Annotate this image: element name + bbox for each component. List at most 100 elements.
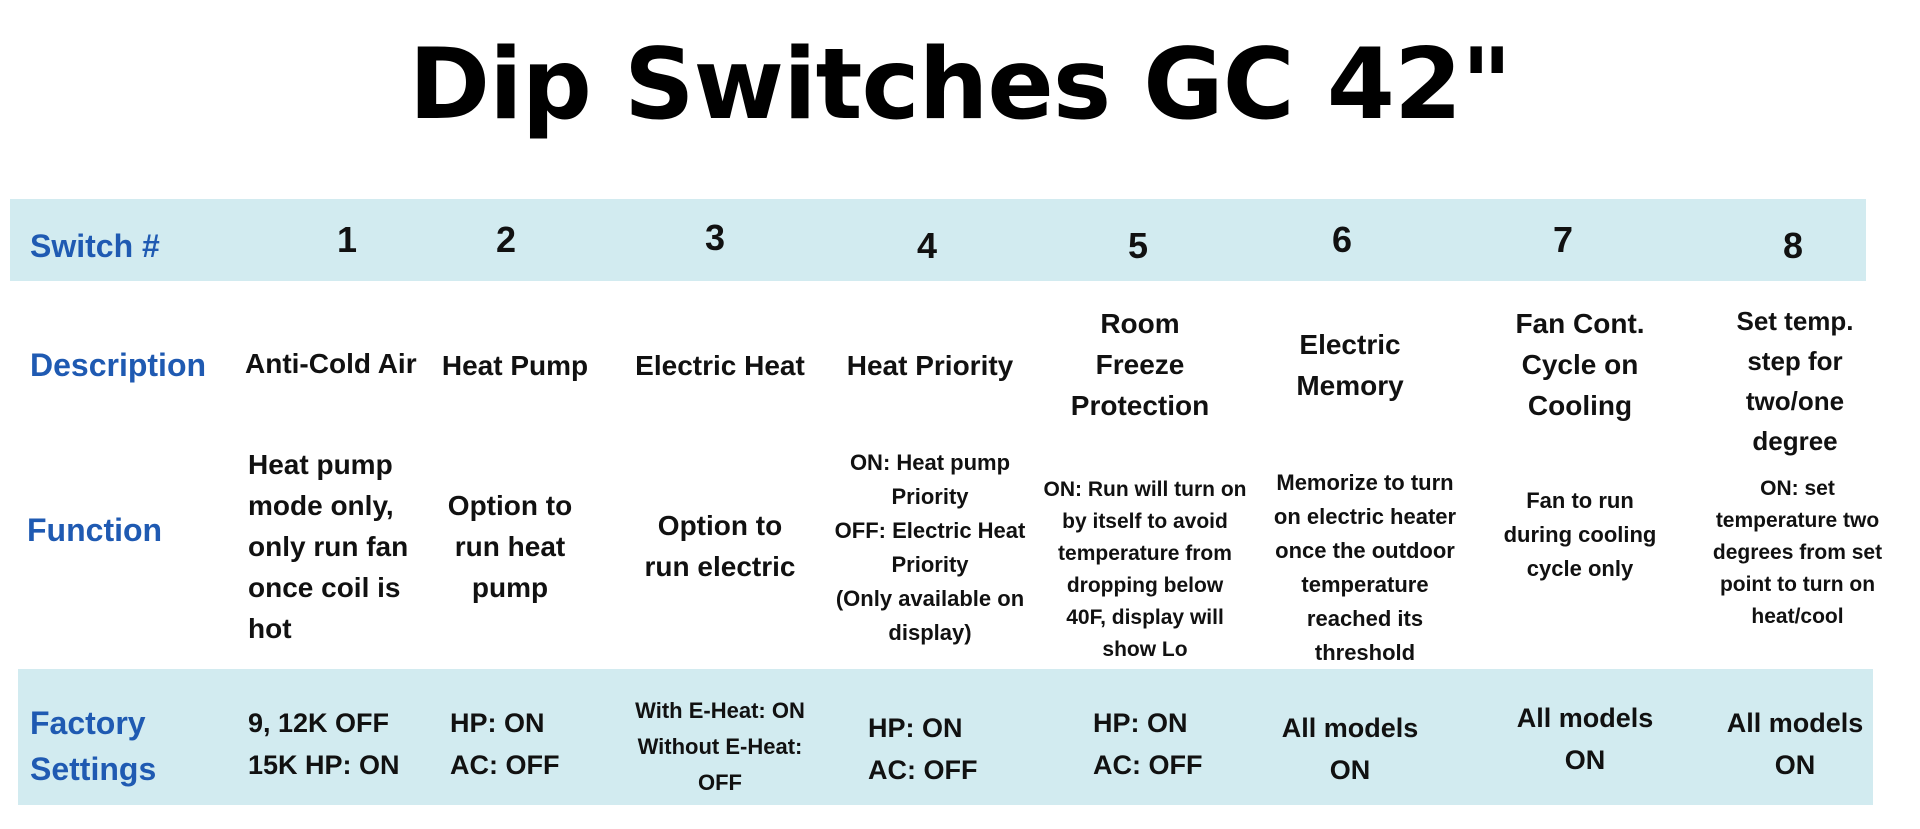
description-line: Room (1100, 308, 1180, 339)
function-2: Option to run heat pump (430, 485, 590, 608)
factory-line: Without E-Heat: (637, 734, 803, 759)
function-7: Fan to run during cooling cycle only (1480, 484, 1680, 586)
function-line: on electric heater (1273, 504, 1457, 529)
function-line: show Lo (1102, 638, 1188, 661)
function-line: Memorize to turn (1276, 470, 1454, 495)
factory-line: All models (1281, 713, 1419, 743)
description-3: Electric Heat (620, 342, 820, 388)
row-label-switch: Switch # (30, 228, 160, 264)
function-line: point to turn on (1719, 573, 1876, 596)
switch-number-7: 7 (1552, 219, 1574, 260)
function-line: 40F, display will (1066, 606, 1224, 629)
switch-number-8: 8 (1782, 225, 1804, 266)
row-label-factory-line: Settings (30, 751, 157, 787)
factory-line: With E-Heat: ON (635, 698, 805, 723)
factory-line: All models (1726, 708, 1864, 738)
function-line: hot (248, 613, 292, 644)
function-line: once coil is (248, 572, 401, 603)
switch-number-1: 1 (336, 219, 358, 260)
function-line: ON: Heat pump (849, 450, 1011, 475)
function-line: Option to (657, 510, 783, 541)
function-line: pump (471, 572, 549, 603)
factory-line: 9, 12K OFF (248, 708, 390, 738)
description-1: Anti-Cold Air (245, 340, 425, 386)
function-4: ON: Heat pump Priority OFF: Electric Hea… (820, 446, 1040, 650)
factory-setting-2: HP: ON AC: OFF (450, 702, 610, 786)
switch-number-6: 6 (1331, 219, 1353, 260)
factory-setting-5: HP: ON AC: OFF (1093, 702, 1253, 786)
factory-line: ON (1564, 745, 1606, 775)
function-6: Memorize to turn on electric heater once… (1255, 466, 1475, 670)
factory-line: AC: OFF (450, 750, 560, 780)
function-line: mode only, (248, 490, 394, 521)
description-line: Freeze (1095, 349, 1185, 380)
factory-setting-3: With E-Heat: ON Without E-Heat: OFF (615, 693, 825, 801)
factory-line: OFF (698, 770, 742, 795)
switch-number-2: 2 (495, 219, 517, 260)
factory-line: AC: OFF (1093, 750, 1203, 780)
description-line: Fan Cont. (1515, 308, 1645, 339)
function-1: Heat pump mode only, only run fan once c… (248, 444, 438, 649)
factory-line: HP: ON (450, 708, 545, 738)
function-5: ON: Run will turn on by itself to avoid … (1035, 474, 1255, 666)
factory-line: ON (1329, 755, 1371, 785)
description-line: Cooling (1527, 390, 1633, 421)
description-line: Anti-Cold Air (245, 347, 417, 379)
row-label-function: Function (27, 512, 163, 548)
factory-setting-4: HP: ON AC: OFF (868, 707, 1028, 791)
description-line: Electric (1299, 329, 1401, 360)
function-line: display) (888, 620, 972, 645)
description-2: Heat Pump (425, 342, 605, 388)
function-line: heat/cool (1751, 605, 1844, 628)
function-8: ON: set temperature two degrees from set… (1690, 473, 1905, 633)
row-label-description: Description (30, 347, 207, 383)
description-5: Room Freeze Protection (1040, 303, 1240, 426)
description-4: Heat Priority (830, 342, 1030, 388)
switch-row-band (10, 199, 1866, 281)
description-line: Memory (1296, 370, 1404, 401)
switch-number-4: 4 (916, 225, 938, 266)
factory-line: HP: ON (1093, 708, 1188, 738)
factory-row-band (18, 669, 1873, 805)
factory-line: 15K HP: ON (248, 750, 400, 780)
function-line: Priority (891, 484, 969, 509)
switch-number-3: 3 (704, 217, 726, 258)
page-title: Dip Switches GC 42" (408, 28, 1512, 142)
factory-line: HP: ON (868, 713, 963, 743)
function-line: during cooling (1503, 522, 1657, 547)
factory-setting-1: 9, 12K OFF 15K HP: ON (248, 702, 438, 786)
description-line: Heat Pump (441, 349, 589, 381)
factory-setting-7: All models ON (1495, 697, 1675, 781)
description-6: Electric Memory (1250, 324, 1450, 406)
function-line: Fan to run (1526, 488, 1634, 513)
function-line: once the outdoor (1275, 538, 1455, 563)
factory-line: AC: OFF (868, 755, 978, 785)
factory-setting-8: All models ON (1705, 702, 1885, 786)
function-line: OFF: Electric Heat (834, 518, 1026, 543)
function-line: threshold (1314, 640, 1416, 665)
row-label-factory: Factory Settings (30, 700, 156, 792)
description-line: Set temp. (1736, 306, 1854, 336)
function-line: temperature (1301, 572, 1429, 597)
function-line: temperature from (1058, 542, 1232, 565)
description-line: Cycle on (1521, 349, 1639, 380)
function-line: reached its (1306, 606, 1424, 631)
function-line: Heat pump (248, 449, 393, 480)
function-3: Option to run electric (625, 505, 815, 587)
function-line: Option to (447, 490, 573, 521)
factory-line: ON (1774, 750, 1816, 780)
function-line: only run fan (248, 531, 409, 562)
factory-line: All models (1516, 703, 1654, 733)
description-8: Set temp. step for two/one degree (1695, 301, 1895, 461)
description-line: Heat Priority (846, 349, 1014, 381)
description-line: step for (1747, 346, 1843, 376)
description-line: Protection (1070, 390, 1210, 421)
function-line: by itself to avoid (1062, 510, 1228, 533)
factory-setting-6: All models ON (1260, 707, 1440, 791)
function-line: cycle only (1526, 556, 1634, 581)
description-line: Electric Heat (635, 349, 805, 381)
function-line: (Only available on (835, 586, 1025, 611)
description-7: Fan Cont. Cycle on Cooling (1480, 303, 1680, 426)
function-line: ON: Run will turn on (1043, 478, 1247, 501)
row-label-factory-line: Factory (30, 705, 146, 741)
